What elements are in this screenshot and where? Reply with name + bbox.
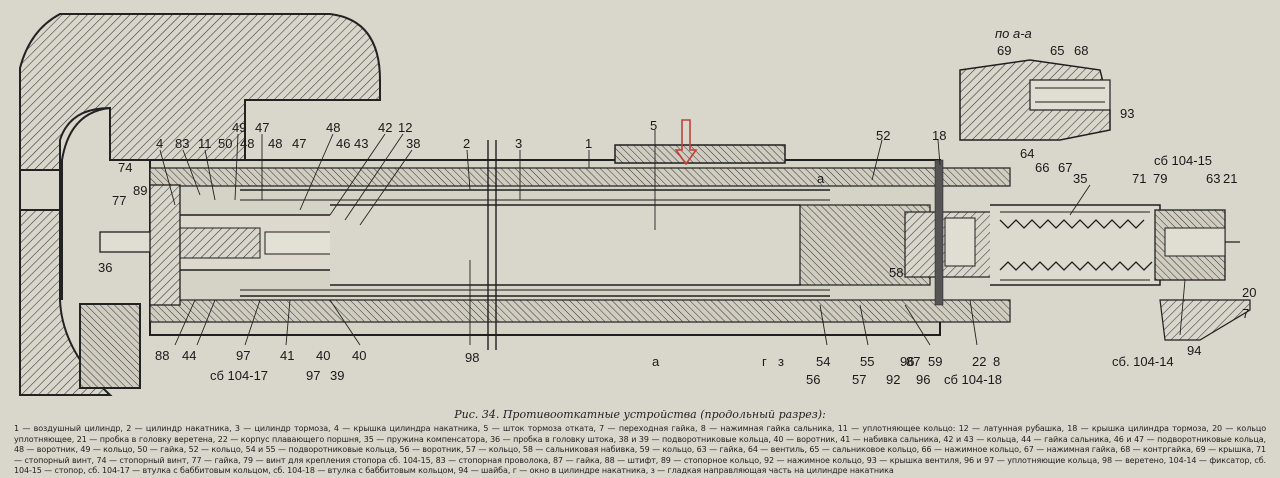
carriage-bracket <box>19 13 381 396</box>
callout-label: 38 <box>406 136 420 151</box>
callout-label: 89 <box>133 183 147 198</box>
callout-label: 50 <box>218 136 232 151</box>
callout-label: 56 <box>806 372 820 387</box>
callout-label: 3 <box>515 136 522 151</box>
callout-label: 66 <box>1035 160 1049 175</box>
callout-label: 48 <box>326 120 340 135</box>
callout-label: 98 <box>465 350 479 365</box>
callout-label: 48 <box>240 136 254 151</box>
callout-label: 79 <box>1153 171 1167 186</box>
callout-label: 36 <box>98 260 112 275</box>
callout-label: сб 104-17 <box>210 368 268 383</box>
figure-caption: Рис. 34. Противооткатные устройства (про… <box>0 408 1280 478</box>
callout-label: 43 <box>354 136 368 151</box>
callout-label: 88 <box>155 348 169 363</box>
callout-label: 67 <box>1058 160 1072 175</box>
callout-label: 8 <box>993 354 1000 369</box>
callout-label: 68 <box>1074 43 1088 58</box>
callout-label: 58 <box>889 265 903 280</box>
callout-label: 12 <box>398 120 412 135</box>
callout-label: 46 <box>336 136 350 151</box>
callout-label: 47 <box>292 136 306 151</box>
callout-label: 97 <box>306 368 320 383</box>
callout-label: 93 <box>1120 106 1134 121</box>
callout-label: 48 <box>268 136 282 151</box>
callout-label: 96 <box>916 372 930 387</box>
callout-label: 11 <box>198 136 212 151</box>
callout-label: 41 <box>280 348 294 363</box>
callout-label: 1 <box>585 136 592 151</box>
callout-label: 21 <box>1223 171 1237 186</box>
callout-label: а <box>652 354 660 369</box>
callout-label: сб 104-15 <box>1154 153 1212 168</box>
callout-label: 5 <box>650 118 657 133</box>
callout-label: 71 <box>1132 171 1146 186</box>
leader-lines <box>159 130 1186 346</box>
callout-label: 39 <box>330 368 344 383</box>
callout-label: 69 <box>997 43 1011 58</box>
callout-label: 22 <box>972 354 986 369</box>
caption-title: Рис. 34. Противооткатные устройства (про… <box>454 408 826 421</box>
callout-label: 18 <box>932 128 946 143</box>
callout-label: 87 <box>906 354 920 369</box>
callout-label: сб. 104-14 <box>1112 354 1174 369</box>
callout-label: 40 <box>352 348 366 363</box>
callout-label: 77 <box>112 193 126 208</box>
callout-label: 52 <box>876 128 890 143</box>
callout-label: 94 <box>1187 343 1201 358</box>
callout-label: сб 104-18 <box>944 372 1002 387</box>
cylinder-assembly <box>99 119 1251 350</box>
callout-label: 64 <box>1020 146 1034 161</box>
callout-label: 63 <box>1206 171 1220 186</box>
callout-label: 44 <box>182 348 196 363</box>
callout-label: 49 <box>232 120 246 135</box>
section-view-a-a <box>959 59 1111 141</box>
callout-label: 2 <box>463 136 470 151</box>
callout-label: 92 <box>886 372 900 387</box>
callout-label: 74 <box>118 160 132 175</box>
callout-label: 7 <box>1242 306 1249 321</box>
caption-legend: 1 — воздушный цилиндр, 2 — цилиндр накат… <box>14 424 1266 475</box>
callout-label: 20 <box>1242 285 1256 300</box>
callout-label: 55 <box>860 354 874 369</box>
callout-label: а <box>817 171 825 186</box>
callout-label: г <box>762 354 767 369</box>
callout-label: 54 <box>816 354 830 369</box>
callout-label: 47 <box>255 120 269 135</box>
callout-label: 83 <box>175 136 189 151</box>
callout-label: 35 <box>1073 171 1087 186</box>
callout-label: 97 <box>236 348 250 363</box>
callout-label: 96 <box>900 354 914 369</box>
section-label: по а-а <box>995 26 1032 41</box>
callout-label: 4 <box>156 136 163 151</box>
callout-label: 42 <box>378 120 392 135</box>
callout-label: 59 <box>928 354 942 369</box>
callout-label: 57 <box>852 372 866 387</box>
callout-label: 40 <box>316 348 330 363</box>
callout-label: 65 <box>1050 43 1064 58</box>
callout-label: з <box>778 354 784 369</box>
